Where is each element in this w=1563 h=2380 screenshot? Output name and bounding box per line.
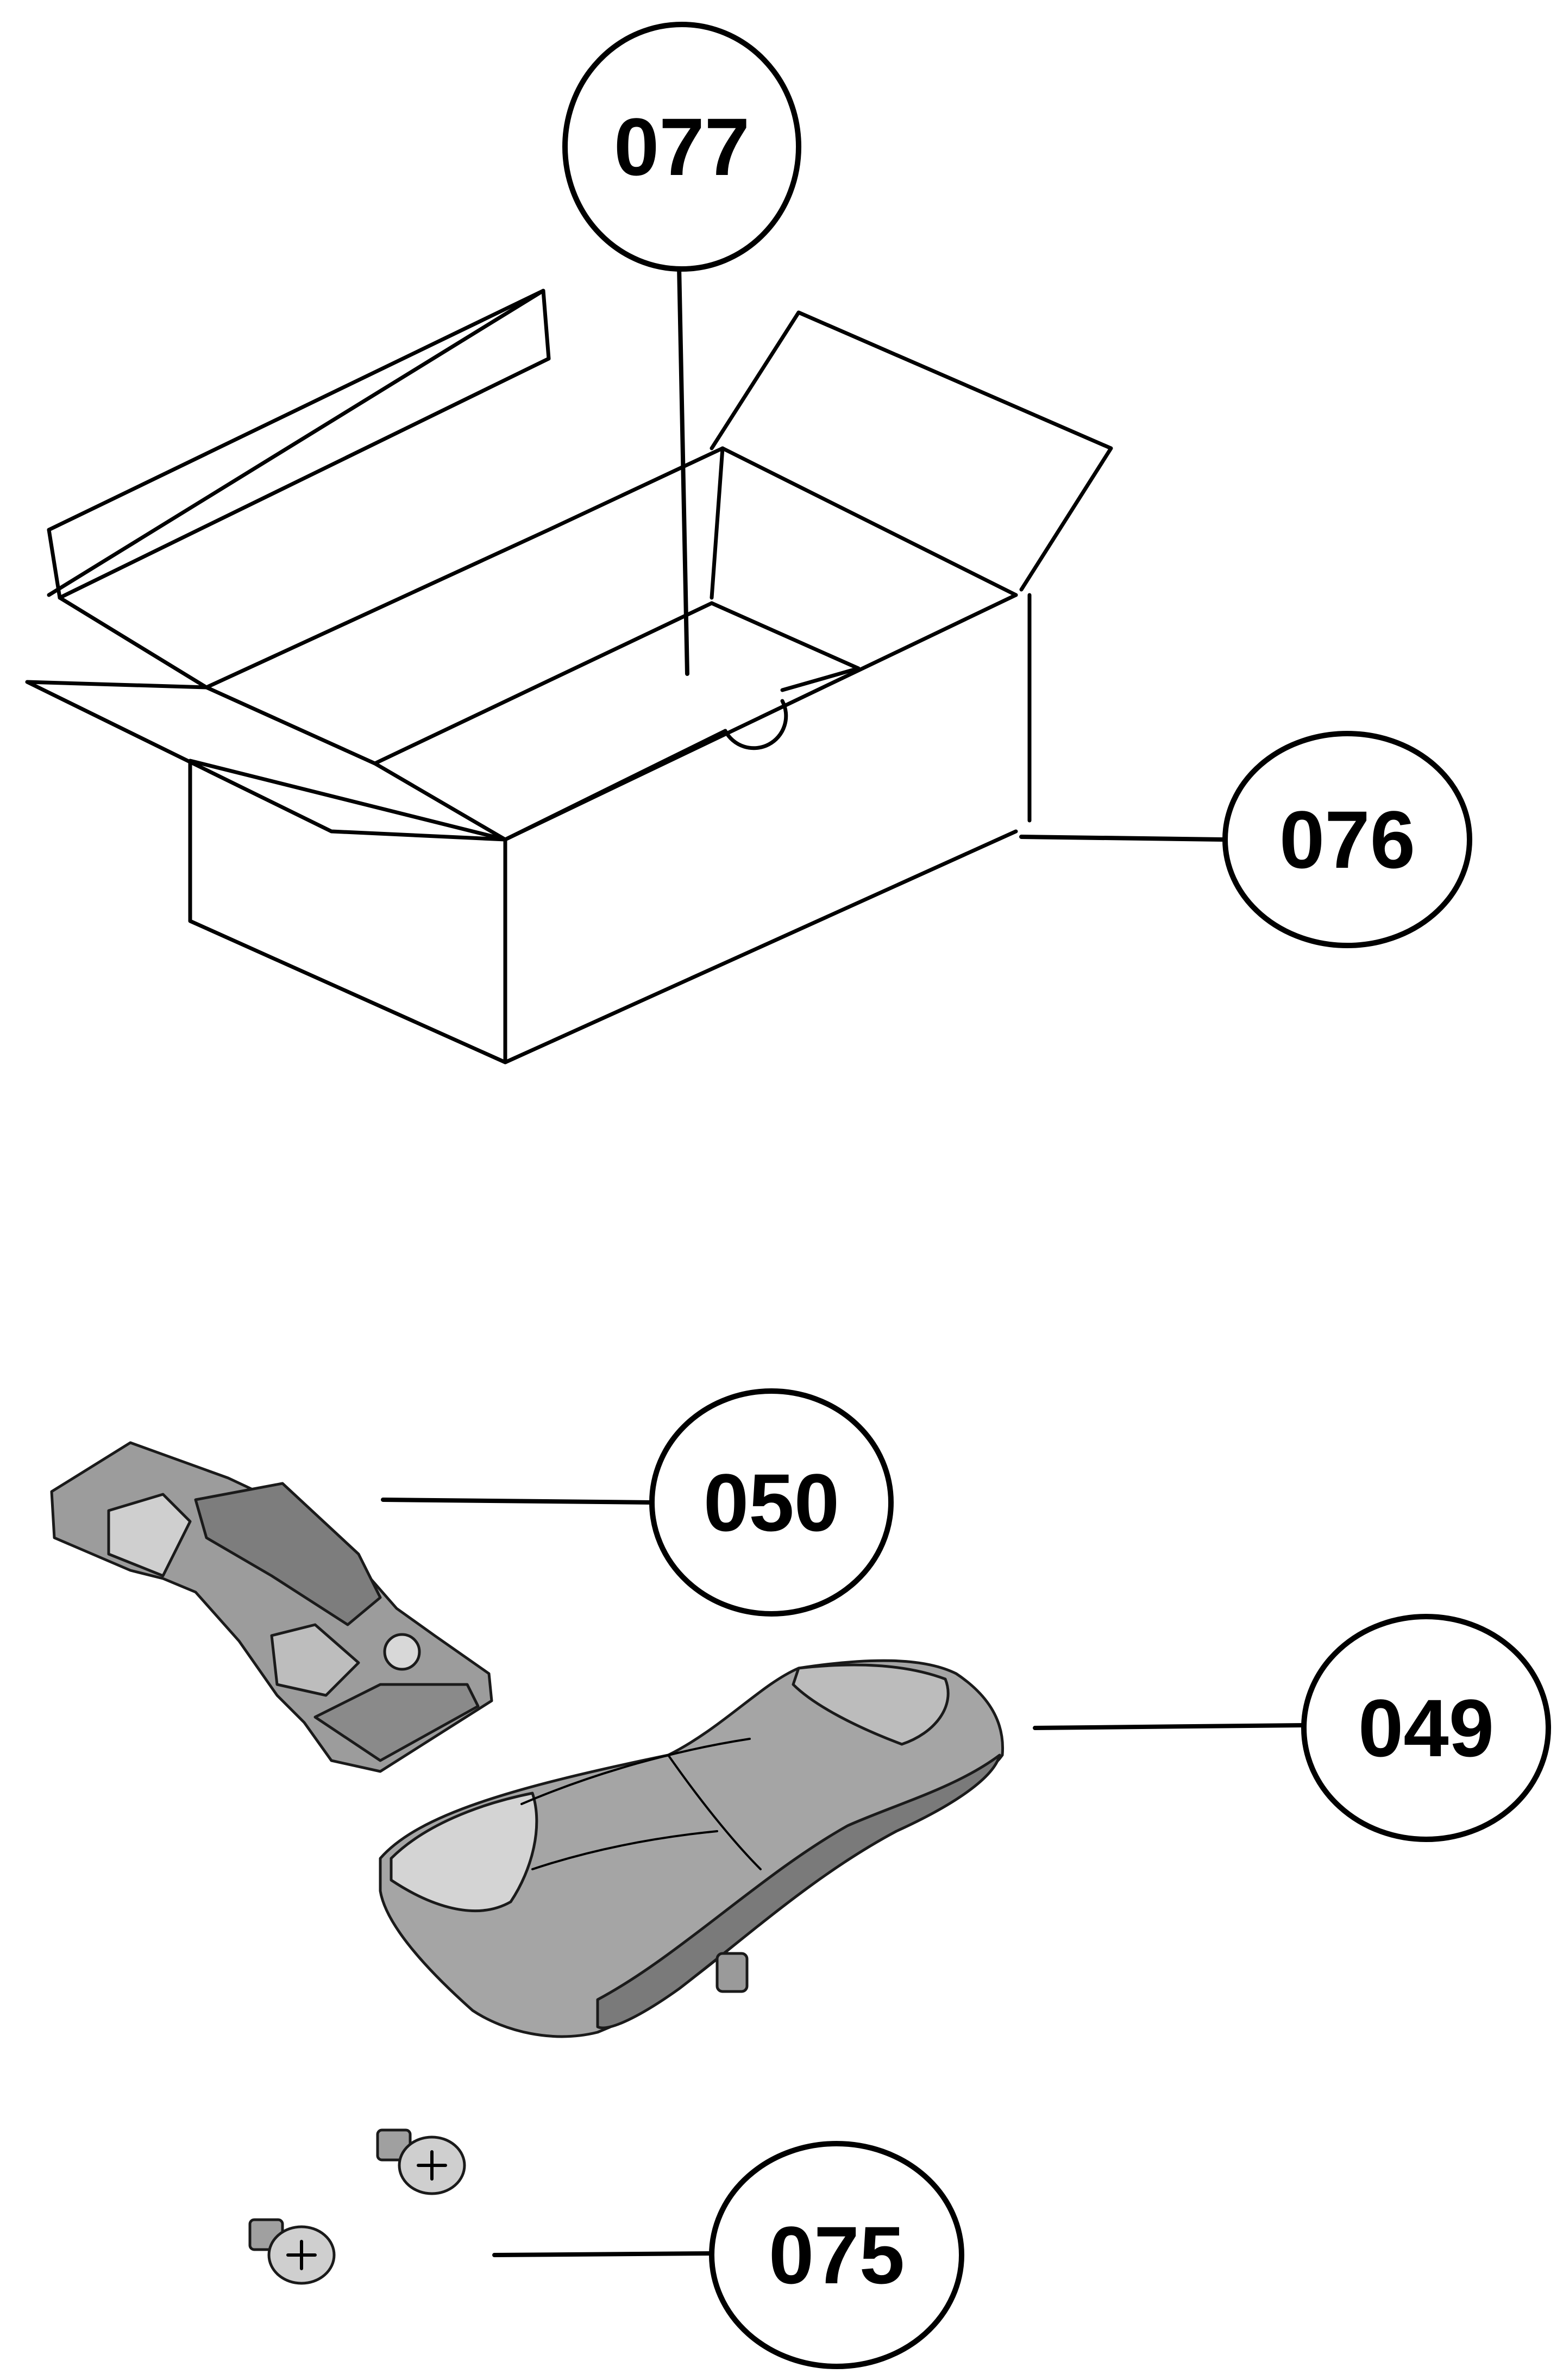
screw-part-075 [248,2128,466,2285]
callout-050[interactable]: 050 [649,1388,894,1617]
callout-label-050: 050 [704,1457,839,1548]
screw-icon [376,2128,466,2195]
callout-bubble [1301,1614,1551,1842]
leader-line-075 [492,2251,714,2257]
callout-077[interactable]: 077 [562,22,801,272]
leader-line-049 [1033,1723,1306,1730]
callout-label-049: 049 [1358,1682,1494,1774]
callout-076[interactable]: 076 [1222,731,1472,948]
leader-line-077 [677,264,689,676]
cover-part-049 [379,1659,1005,2038]
callout-label-077: 077 [614,101,750,192]
callout-049[interactable]: 049 [1301,1614,1551,1842]
callout-075[interactable]: 075 [709,2141,964,2369]
callout-label-075: 075 [769,2209,905,2301]
leader-line-050 [381,1498,654,1505]
bracket-part-050 [50,1441,493,1773]
callout-bubble [709,2141,964,2369]
cardboard-box [25,289,1113,1064]
screw-icon [248,2218,336,2285]
leader-line-076 [1019,835,1225,842]
callout-bubble [562,22,801,272]
callout-bubble [649,1388,894,1617]
callout-bubble [1222,731,1472,948]
callout-label-076: 076 [1279,794,1415,885]
